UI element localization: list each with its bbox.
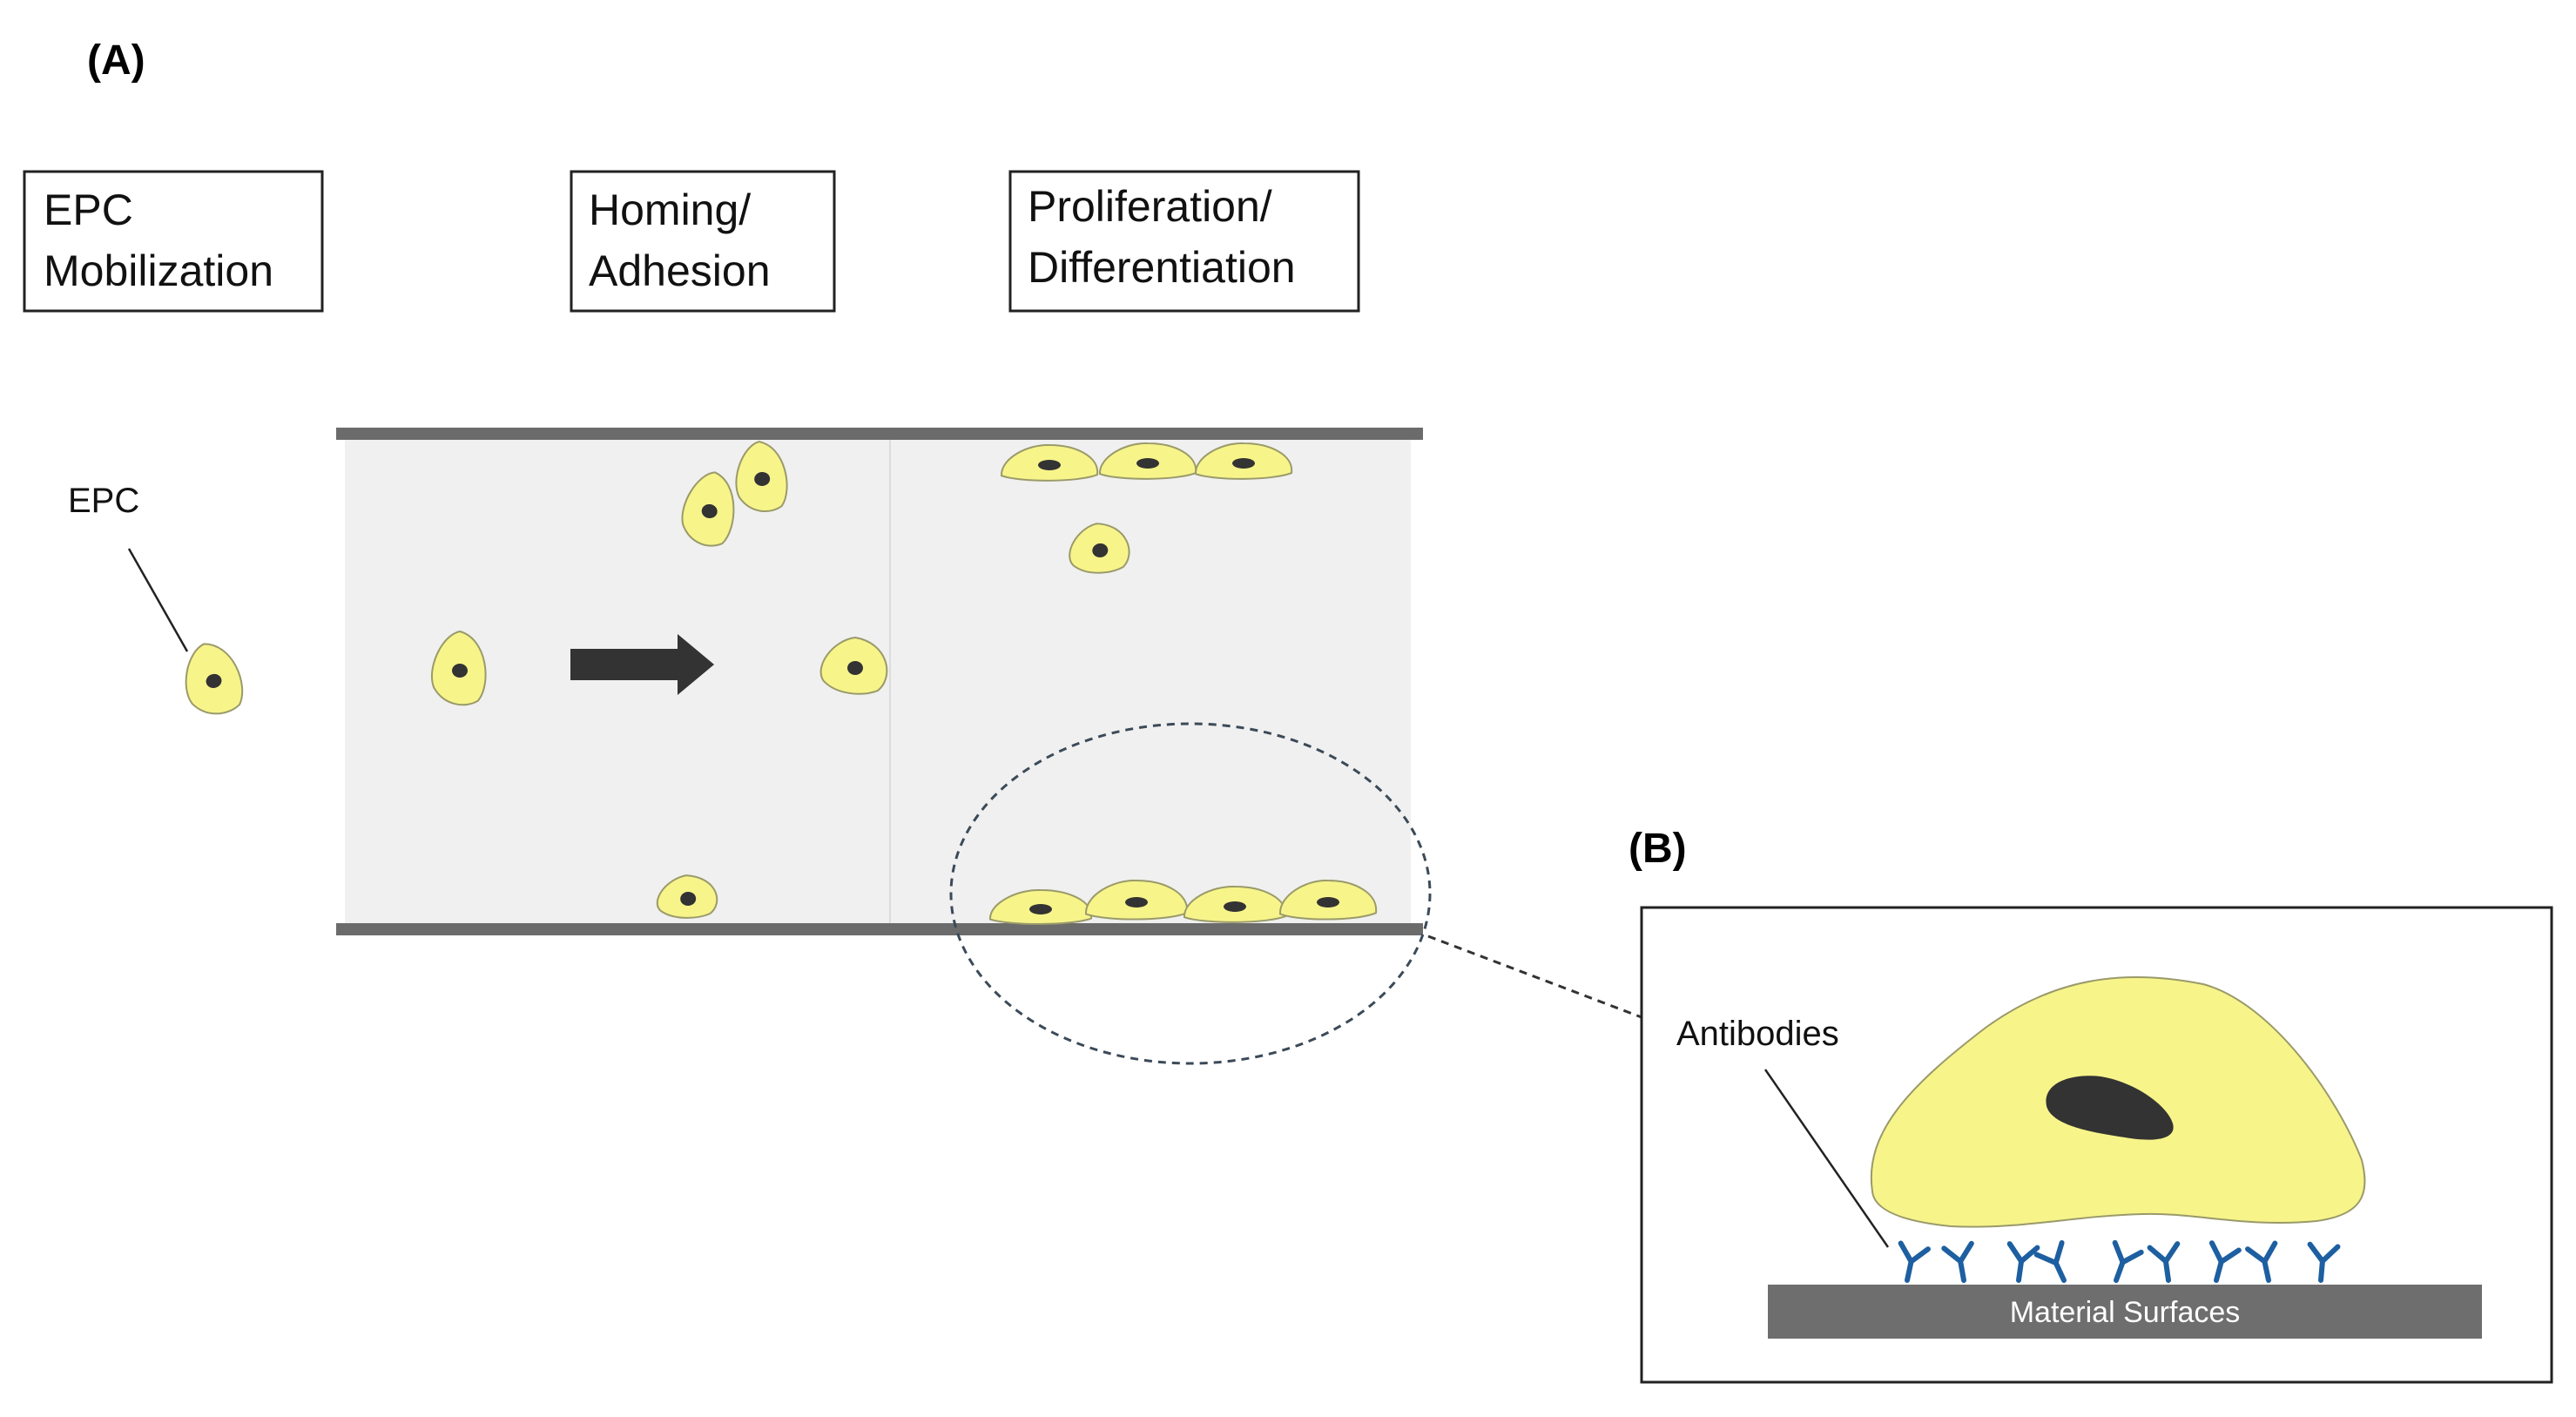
antibody-icon — [2208, 1240, 2242, 1283]
stage-box-proliferation: Proliferation/ Differentiation — [1008, 170, 1360, 313]
epc-cell — [735, 441, 788, 513]
panel-b-label: (B) — [1629, 826, 1687, 872]
adherent-cell — [1098, 442, 1197, 480]
epc-cell — [819, 636, 888, 695]
antibody-shape — [1898, 1240, 1931, 1283]
antibody-icon — [1898, 1240, 1931, 1283]
antibody-shape — [2208, 1240, 2242, 1283]
adherent-cell — [1183, 885, 1287, 923]
stage-mobilization-line1: EPC — [44, 186, 133, 234]
flow-arrow — [570, 634, 714, 695]
antibody-shape — [2147, 1241, 2181, 1283]
antibody-icon — [2112, 1239, 2144, 1283]
epc-cell-nucleus — [1092, 543, 1109, 558]
round-cells — [185, 441, 1130, 919]
antibodies-group — [1898, 1239, 2341, 1283]
adherent-cell — [988, 888, 1093, 925]
antibody-shape — [1941, 1240, 1974, 1283]
vessel-wall-bottom — [336, 923, 1423, 935]
adherent-cell-nucleus — [1029, 904, 1052, 914]
epc-cell — [430, 630, 487, 706]
material-surfaces-label: Material Surfaces — [2010, 1296, 2241, 1329]
epc-cell-nucleus — [754, 471, 771, 487]
cell-nucleus-large — [2046, 1076, 2174, 1140]
stage-box-homing: Homing/ Adhesion — [570, 170, 836, 313]
adherent-cell-nucleus — [1224, 901, 1246, 912]
stage-homing-line1: Homing/ — [589, 186, 751, 234]
adherent-cell-nucleus — [1317, 897, 1339, 908]
zoom-connector — [1427, 935, 1642, 1019]
flat-cells — [988, 442, 1378, 925]
antibody-shape — [2307, 1241, 2341, 1283]
adherent-cell — [1278, 879, 1378, 921]
antibody-icon — [2006, 1241, 2040, 1283]
antibodies-leader-line — [1763, 1069, 1890, 1248]
epc-label: EPC — [68, 482, 139, 520]
antibody-shape — [2245, 1240, 2278, 1283]
antibody-icon — [2033, 1239, 2067, 1283]
adherent-cell-nucleus — [1136, 458, 1159, 469]
antibody-shape — [2033, 1239, 2067, 1283]
stage-proliferation-line2: Differentiation — [1028, 243, 1296, 292]
stage-homing-line2: Adhesion — [589, 246, 771, 295]
stage-box-mobilization: EPC Mobilization — [23, 170, 324, 313]
adherent-cell-nucleus — [1125, 897, 1148, 908]
epc-cell-nucleus — [701, 503, 718, 519]
epc-cell-nucleus — [452, 664, 468, 678]
epc-cell-nucleus — [680, 891, 697, 907]
epc-cell — [656, 874, 718, 919]
stage-proliferation-line1: Proliferation/ — [1028, 182, 1272, 231]
antibody-icon — [2147, 1241, 2181, 1283]
antibody-icon — [1941, 1240, 1974, 1283]
antibody-icon — [2245, 1240, 2278, 1283]
epc-cell-nucleus — [206, 673, 222, 689]
adherent-cell — [1194, 442, 1293, 480]
adherent-cell — [1084, 879, 1189, 921]
epc-leader-line — [127, 548, 189, 652]
stage-mobilization-line2: Mobilization — [44, 246, 273, 295]
adherent-cell-nucleus — [1232, 458, 1255, 469]
epc-cell — [1069, 523, 1130, 574]
epc-cell — [681, 471, 735, 547]
antibody-icon — [2307, 1241, 2341, 1283]
material-surface — [1768, 1285, 2482, 1339]
vessel-wall-top — [336, 428, 1423, 440]
panel-a-label: (A) — [87, 37, 145, 84]
zoom-circle — [949, 722, 1432, 1065]
epc-cell-nucleus — [847, 661, 863, 675]
adherent-cell-nucleus — [1038, 460, 1061, 470]
antibody-shape — [2006, 1241, 2040, 1283]
antibody-shape — [2112, 1239, 2144, 1283]
adherent-cell — [1000, 443, 1099, 482]
antibodies-label: Antibodies — [1676, 1015, 1839, 1053]
epc-cell — [185, 643, 244, 715]
